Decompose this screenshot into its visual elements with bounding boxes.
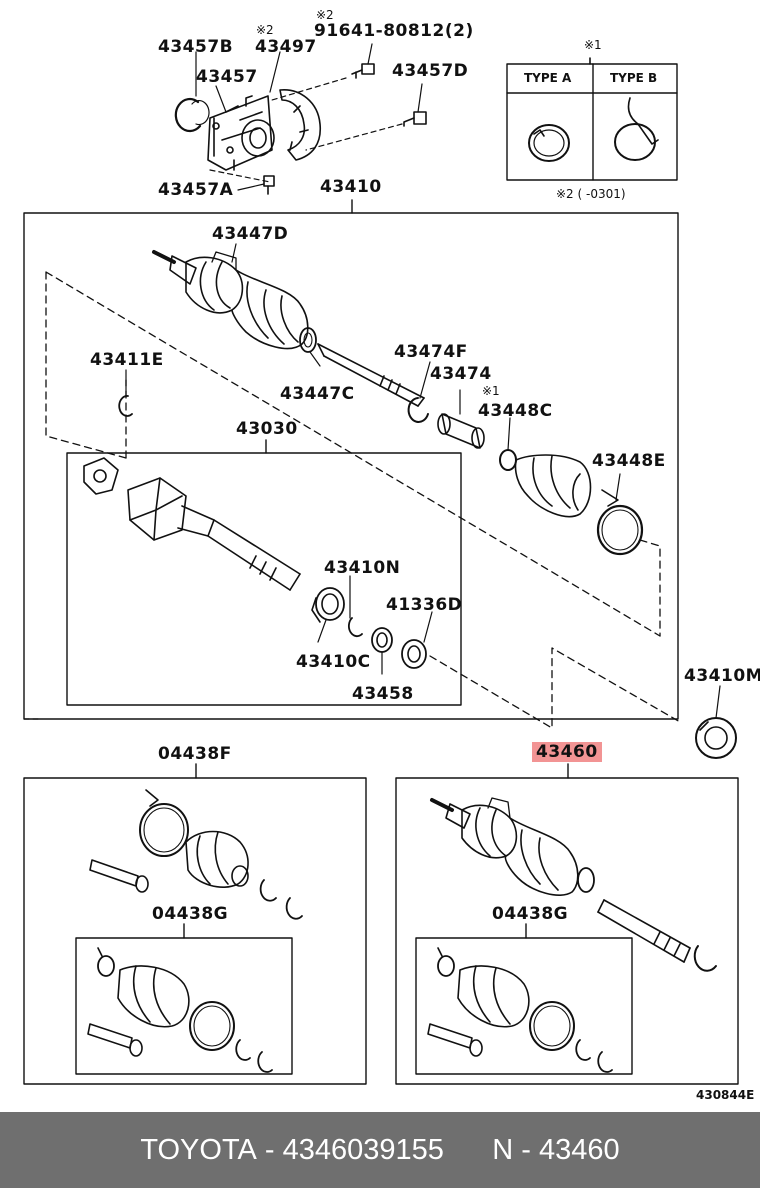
part-label-04438g-right[interactable]: 04438G bbox=[492, 904, 569, 924]
footer-reference: 43460 bbox=[539, 1133, 620, 1166]
part-label-43410[interactable]: 43410 bbox=[320, 177, 382, 197]
part-label-43458[interactable]: 43458 bbox=[352, 684, 414, 704]
part-label-43497[interactable]: 43497 bbox=[255, 37, 317, 57]
part-label-43474f[interactable]: 43474F bbox=[394, 342, 468, 362]
part-label-04438g-left[interactable]: 04438G bbox=[152, 904, 229, 924]
diagram-drawing bbox=[23, 43, 739, 1085]
kit-04438f-parts-drawing bbox=[89, 789, 303, 920]
part-label-43457d[interactable]: 43457D bbox=[392, 61, 469, 81]
type-a-label: TYPE A bbox=[524, 71, 572, 85]
part-label-43030[interactable]: 43030 bbox=[236, 419, 298, 439]
part-label-43410m[interactable]: 43410M bbox=[684, 666, 760, 686]
damper-43474-drawing bbox=[437, 413, 485, 449]
snap-ring-43411e-drawing bbox=[118, 395, 133, 417]
kit-04438g-left-frame bbox=[75, 937, 293, 1075]
legend-marker: ※1 bbox=[584, 38, 602, 52]
part-label-43448e[interactable]: 43448E bbox=[592, 451, 666, 471]
part-label-43457[interactable]: 43457 bbox=[196, 67, 258, 87]
part-number-footer: TOYOTA - 4346039155 N - 43460 bbox=[0, 1112, 760, 1188]
part-label-43474[interactable]: 43474 bbox=[430, 364, 492, 384]
bearing-43410c-drawing bbox=[311, 587, 345, 623]
type-b-label: TYPE B bbox=[610, 71, 658, 85]
legend-note: ※2 ( -0301) bbox=[556, 187, 626, 201]
clamp-type-a-drawing bbox=[528, 124, 570, 162]
kit-04438g-right-parts-drawing bbox=[427, 947, 613, 1073]
part-label-43410c[interactable]: 43410C bbox=[296, 652, 371, 672]
kit-43460-frame bbox=[395, 777, 739, 1085]
kit-04438g-right-frame bbox=[415, 937, 633, 1075]
part-label-43447d[interactable]: 43447D bbox=[212, 224, 289, 244]
part-label-43448c[interactable]: 43448C bbox=[478, 401, 553, 421]
part-label-04438f[interactable]: 04438F bbox=[158, 744, 232, 764]
inboard-boot-drawing bbox=[514, 454, 592, 518]
type-legend-box bbox=[506, 57, 678, 181]
snap-ring-43410n-drawing bbox=[347, 617, 363, 638]
bolt-43457d-drawing bbox=[403, 111, 427, 127]
part-label-43457a[interactable]: 43457A bbox=[158, 180, 234, 200]
dust-cover-drawing bbox=[279, 89, 321, 161]
part-label-41336d[interactable]: 41336D bbox=[386, 595, 463, 615]
seal-41336d-drawing bbox=[401, 639, 427, 669]
note2-bolt-label: ※2 bbox=[316, 8, 334, 22]
inboard-joint-frame bbox=[66, 452, 462, 706]
part-label-43411e[interactable]: 43411E bbox=[90, 350, 164, 370]
footer-n-prefix: N bbox=[492, 1133, 514, 1166]
bolt-43457a-drawing bbox=[263, 175, 275, 195]
note2-bracket-label: ※2 bbox=[256, 23, 274, 37]
part-label-43447c[interactable]: 43447C bbox=[280, 384, 355, 404]
clamp-43448c-drawing bbox=[499, 449, 517, 471]
kit-04438g-left-parts-drawing bbox=[87, 947, 273, 1073]
seal-43458-drawing bbox=[371, 627, 393, 653]
bolt-drawing bbox=[351, 63, 375, 79]
seal-43410m-drawing bbox=[695, 717, 737, 759]
note1-damper-label: ※1 bbox=[482, 384, 500, 398]
snap-ring-43457b-drawing bbox=[174, 97, 210, 133]
outboard-joint-drawing bbox=[152, 250, 309, 350]
snap-ring-43474f-drawing bbox=[407, 397, 429, 423]
footer-part-number: 4346039155 bbox=[282, 1133, 444, 1166]
part-label-43457b[interactable]: 43457B bbox=[158, 37, 234, 57]
inboard-joint-drawing bbox=[83, 457, 301, 591]
drive-shaft-assembly-frame bbox=[23, 212, 679, 720]
part-label-43460-highlighted[interactable]: 43460 bbox=[532, 742, 602, 762]
kit-04438f-frame bbox=[23, 777, 367, 1085]
parts-diagram: ※2 ※2 43457B 43497 91641-80812(2) 43457 … bbox=[23, 8, 760, 1102]
bearing-bracket-drawing bbox=[207, 95, 275, 171]
footer-brand: TOYOTA bbox=[140, 1133, 257, 1166]
diagram-code: 430844E bbox=[696, 1088, 755, 1102]
part-label-91641-80812[interactable]: 91641-80812(2) bbox=[314, 21, 474, 41]
part-label-43410n[interactable]: 43410N bbox=[324, 558, 401, 578]
shaft-drawing bbox=[317, 343, 425, 407]
small-clamp-43447c-drawing bbox=[299, 327, 317, 353]
kit-43460-parts-drawing bbox=[430, 797, 717, 972]
clamp-type-b-drawing bbox=[614, 97, 659, 161]
large-clamp-43448e-drawing bbox=[596, 489, 644, 556]
